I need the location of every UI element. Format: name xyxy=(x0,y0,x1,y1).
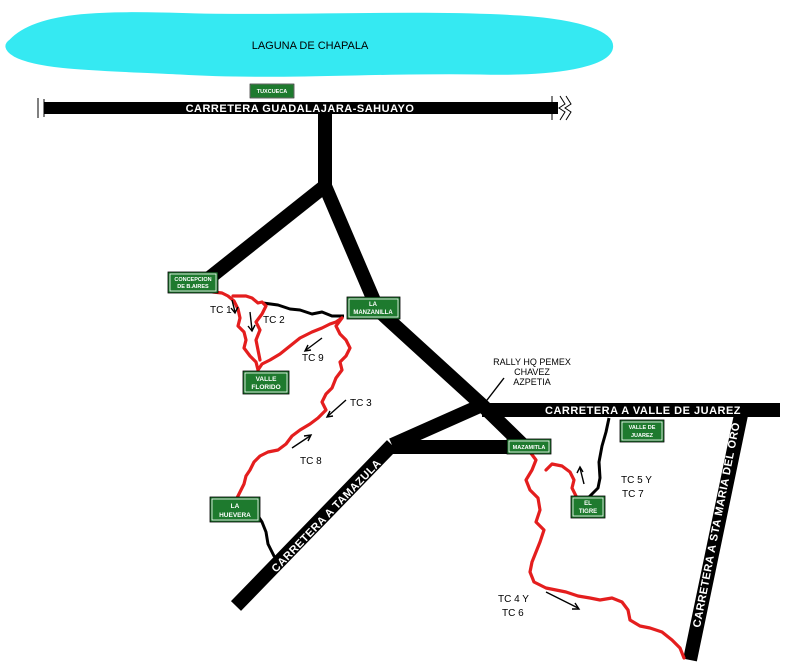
svg-text:TIGRE: TIGRE xyxy=(579,509,597,515)
town-sign-valle-de-juarez: VALLE DE JUAREZ xyxy=(619,419,665,443)
arrow-tc8 xyxy=(291,434,313,449)
svg-text:TUXCUECA: TUXCUECA xyxy=(257,89,288,95)
stage-label-tc4y: TC 4 Y xyxy=(498,594,529,605)
arrow-tc2 xyxy=(247,311,256,333)
track-to-manzanilla xyxy=(262,301,344,318)
town-sign-mazamitla: MAZAMITLA xyxy=(506,438,552,455)
svg-text:LA: LA xyxy=(369,302,378,308)
highway-guadalajara-sahuayo: CARRETERA GUADALAJARA-SAHUAYO xyxy=(37,95,572,121)
arrow-tc4y xyxy=(545,591,581,610)
road-to-mazamitla xyxy=(318,183,530,453)
road-sta-maria-del-oro xyxy=(683,408,749,662)
road-to-concepcion xyxy=(198,180,330,289)
road-sta-maria-del-oro-label: CARRETERA A STA MARIA DEL ORO xyxy=(691,421,743,628)
stage-el-tigre-spur xyxy=(544,462,578,498)
road-valle-de-juarez-label: CARRETERA A VALLE DE JUAREZ xyxy=(545,405,741,417)
svg-text:RALLY HQ PEMEX: RALLY HQ PEMEX xyxy=(493,357,571,367)
track-el-tigre xyxy=(587,417,611,499)
stage-label-tc9: TC 9 xyxy=(302,353,324,364)
town-sign-la-manzanilla: LA MANZANILLA xyxy=(346,296,401,320)
stage-label-tc8: TC 8 xyxy=(300,456,322,467)
stage-label-tc1: TC 1 xyxy=(210,305,232,316)
svg-text:AZPETIA: AZPETIA xyxy=(513,377,551,387)
arrow-tc3 xyxy=(325,399,347,418)
road-loop-north xyxy=(389,398,485,452)
svg-text:FLORIDO: FLORIDO xyxy=(251,384,280,391)
stage-mazamitla-south xyxy=(524,450,686,660)
arrow-tc1 xyxy=(230,299,239,315)
stage-label-tc7: TC 7 xyxy=(622,489,644,500)
svg-text:VALLE: VALLE xyxy=(256,376,277,383)
rally-hq-pointer xyxy=(483,377,505,405)
stage-label-tc3: TC 3 xyxy=(350,398,372,409)
town-sign-concepcion: CONCEPCION DE B.AIRES xyxy=(167,271,219,294)
town-sign-tuxcueca: TUXCUECA xyxy=(249,83,295,99)
lake-shape xyxy=(5,12,614,77)
svg-text:JUAREZ: JUAREZ xyxy=(631,433,654,439)
stage-label-tc6: TC 6 xyxy=(502,608,524,619)
svg-text:VALLE DE: VALLE DE xyxy=(629,425,656,431)
svg-text:EL: EL xyxy=(584,501,592,507)
arrow-tc9 xyxy=(303,337,323,352)
svg-text:MAZAMITLA: MAZAMITLA xyxy=(513,445,546,451)
svg-text:LA: LA xyxy=(231,503,240,510)
stage-manzanilla-huevera xyxy=(234,316,352,508)
highway-guadalajara-sahuayo-label: CARRETERA GUADALAJARA-SAHUAYO xyxy=(186,103,415,115)
road-tamazula xyxy=(230,440,398,611)
lake-label: LAGUNA DE CHAPALA xyxy=(252,40,369,52)
svg-text:CONCEPCION: CONCEPCION xyxy=(174,277,211,283)
town-sign-la-huevera: LA HUEVERA xyxy=(209,496,261,523)
rally-hq-label: RALLY HQ PEMEX CHAVEZ AZPETIA xyxy=(493,357,571,387)
town-sign-el-tigre: EL TIGRE xyxy=(570,495,606,519)
svg-text:HUEVERA: HUEVERA xyxy=(219,512,251,519)
svg-text:DE B.AIRES: DE B.AIRES xyxy=(177,284,209,290)
arrow-tc5y xyxy=(576,465,585,485)
stage-concepcion-loop xyxy=(211,290,344,372)
town-sign-valle-florido: VALLE FLORIDO xyxy=(242,370,290,395)
svg-text:CHAVEZ: CHAVEZ xyxy=(514,367,550,377)
stage-label-tc5y: TC 5 Y xyxy=(621,475,652,486)
stage-label-tc2: TC 2 xyxy=(263,315,285,326)
road-tamazula-label: CARRETERA A TAMAZULA xyxy=(270,457,384,575)
svg-text:MANZANILLA: MANZANILLA xyxy=(353,310,393,316)
